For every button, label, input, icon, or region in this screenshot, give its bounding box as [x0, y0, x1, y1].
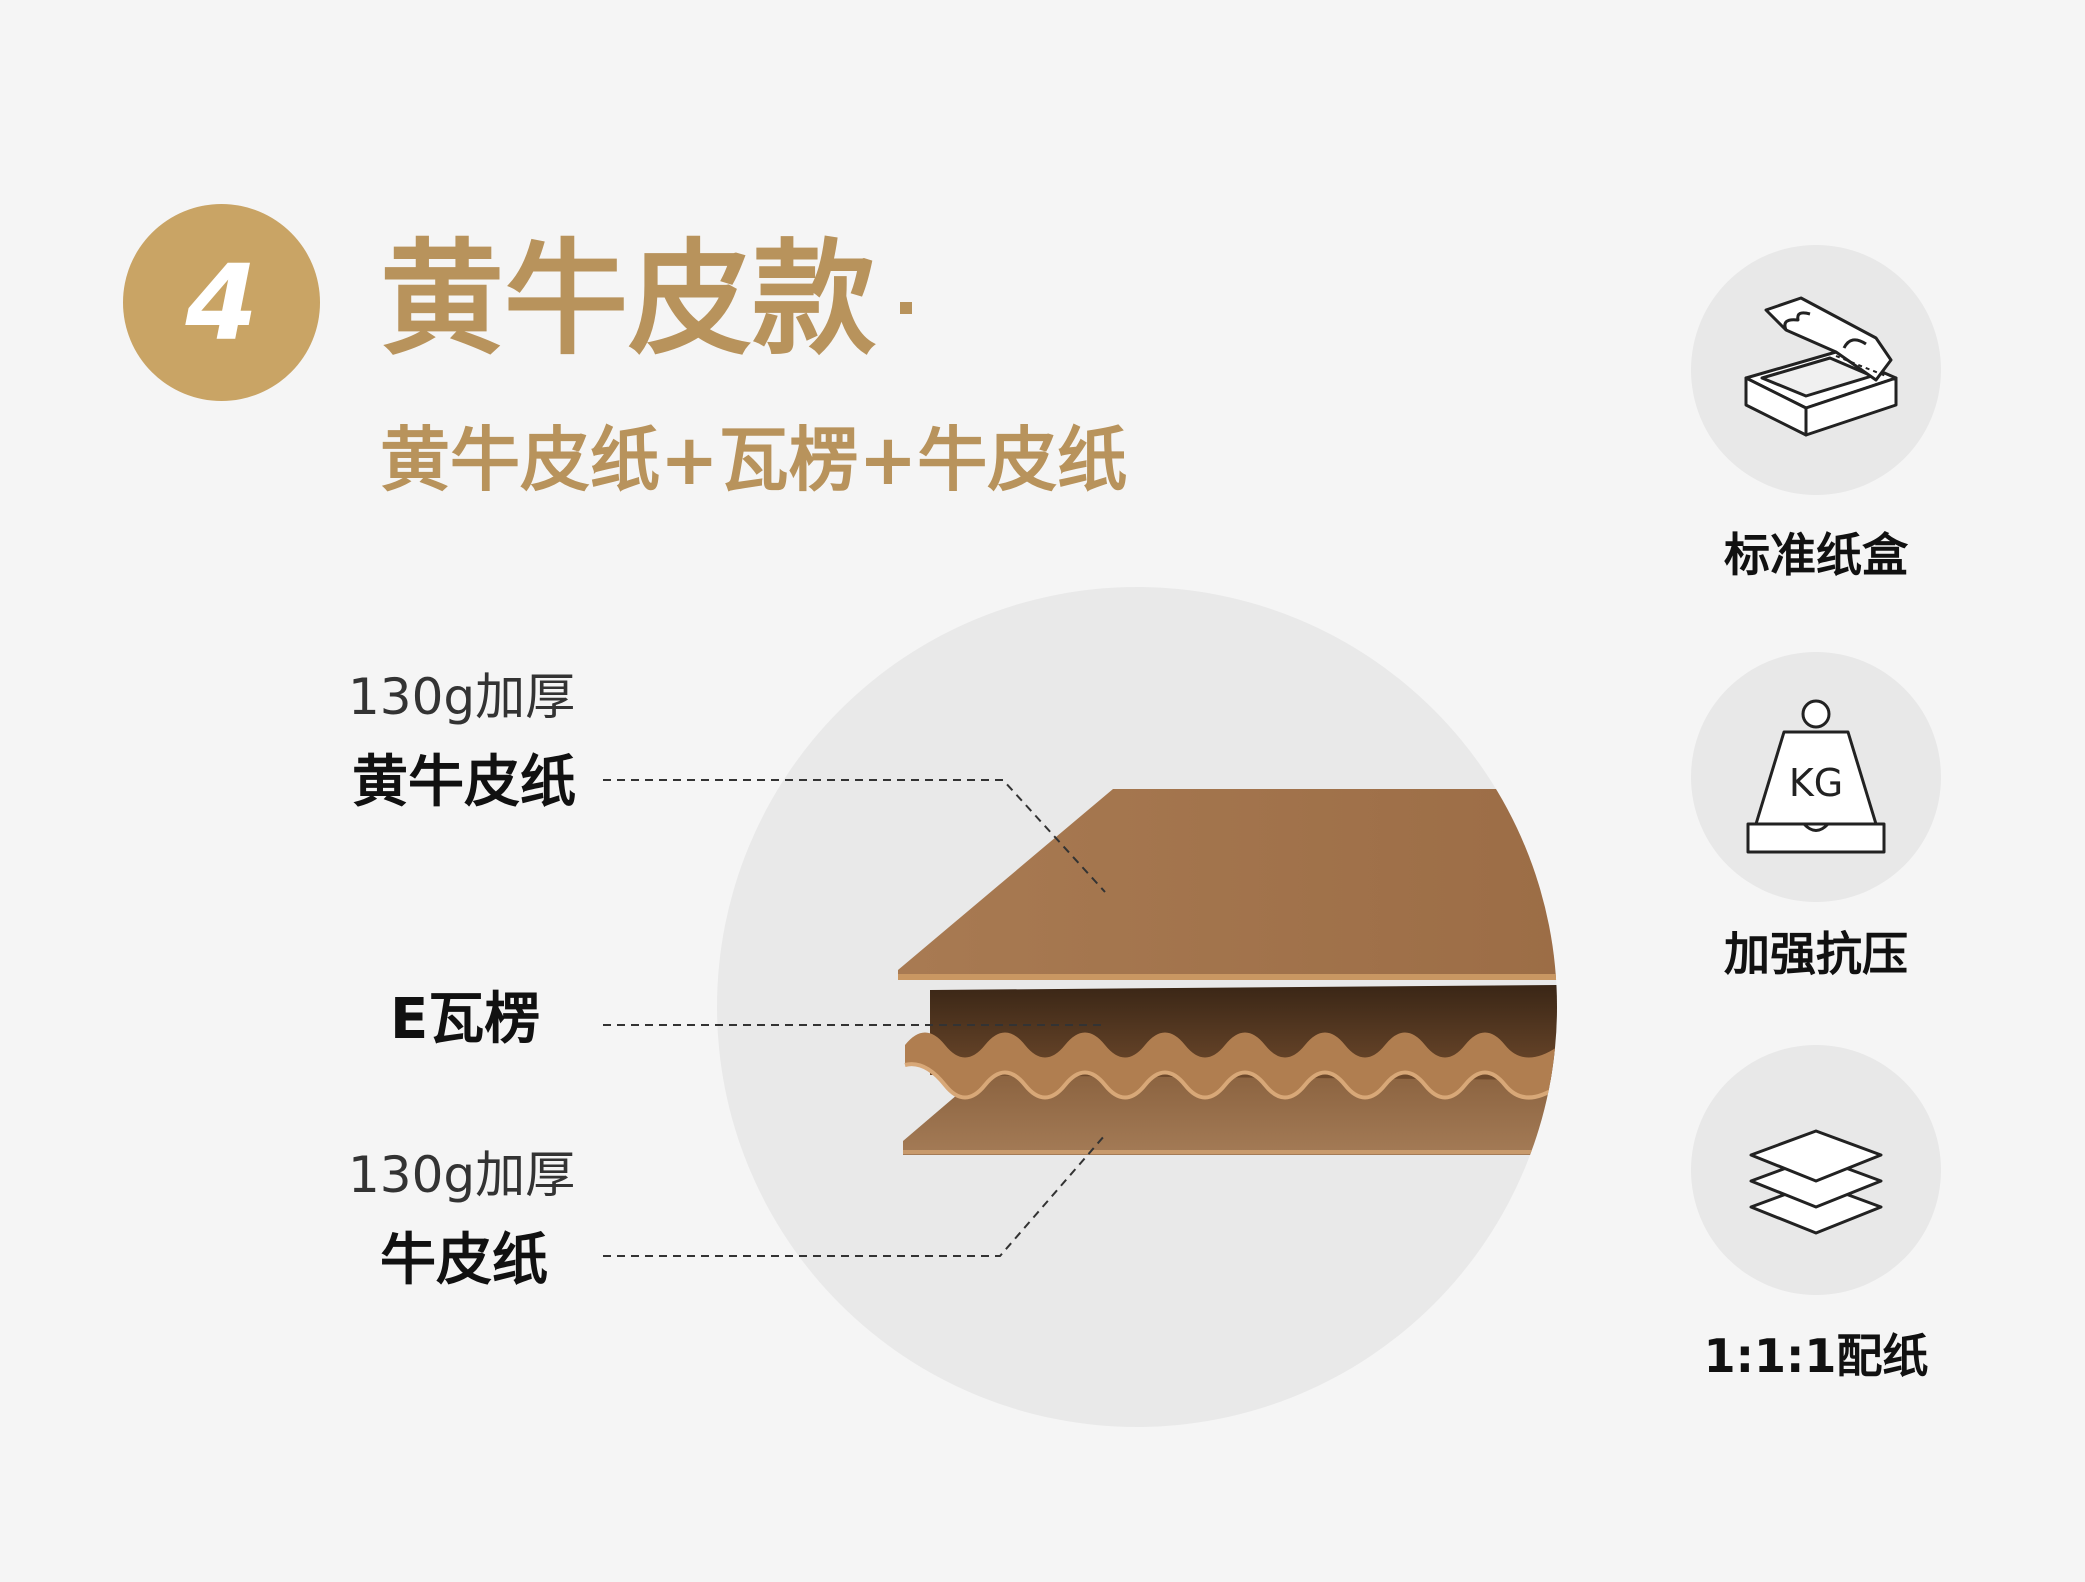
open-box-icon [1744, 296, 1898, 437]
stacked-layers-icon [1749, 1129, 1883, 1235]
kg-text: KG [1789, 761, 1843, 805]
kg-weight-icon: KG [1746, 699, 1886, 854]
top-liner-sheet [898, 789, 1557, 978]
page-title: 黄牛皮款 [380, 228, 877, 372]
e-flute-medium [905, 1032, 1557, 1098]
feature-label-weight: 加强抗压 [1724, 927, 1908, 981]
title-dot [900, 302, 912, 314]
layer-middle-name: E瓦楞 [390, 987, 541, 1052]
layer-bottom-name: 牛皮纸 [380, 1228, 548, 1293]
bottom-liner-sheet [903, 1071, 1557, 1155]
badge-number: 4 [185, 241, 258, 364]
layer-top-name: 黄牛皮纸 [352, 750, 576, 815]
leader-line-bottom [603, 1134, 1106, 1257]
feature-label-layers: 1:1:1配纸 [1703, 1329, 1929, 1383]
layer-top-note: 130g加厚 [348, 668, 576, 726]
feature-circle-weight: KG [1691, 652, 1941, 902]
layer-bottom-note: 130g加厚 [348, 1146, 576, 1204]
number-badge: 4 [123, 204, 320, 401]
feature-circle-layers [1691, 1045, 1941, 1295]
leader-line-top [603, 779, 1106, 893]
page-subtitle: 黄牛皮纸+瓦楞+牛皮纸 [380, 419, 1128, 501]
feature-label-box: 标准纸盒 [1724, 528, 1908, 582]
feature-circle-box [1691, 245, 1941, 495]
